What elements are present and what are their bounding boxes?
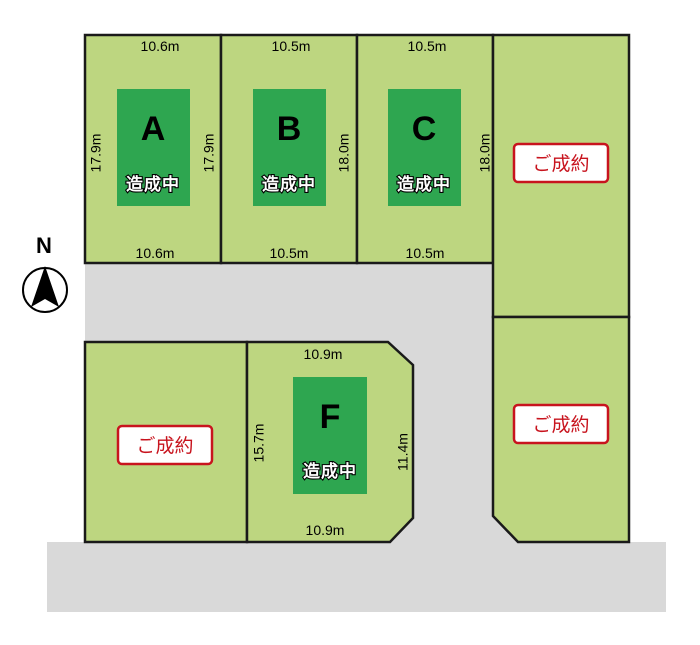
lot-f-label: F 造成中: [293, 377, 367, 494]
lot-b-bottom-dimension: 10.5m: [270, 245, 309, 261]
sold-badge-lower-right: ご成約: [512, 403, 610, 445]
lot-b-top-dimension: 10.5m: [272, 38, 311, 54]
north-arrow-icon: [22, 266, 68, 313]
lot-sold-left[interactable]: [83, 340, 249, 544]
lot-a-bottom-dimension: 10.6m: [136, 245, 175, 261]
lot-f-status: 造成中: [303, 461, 357, 482]
access-road: [85, 263, 518, 542]
lot-a-right-dimension: 17.9m: [201, 134, 217, 173]
lot-c-bottom-dimension: 10.5m: [406, 245, 445, 261]
lot-b-right-dimension: 18.0m: [336, 134, 352, 173]
svg-text:ご成約: ご成約: [532, 153, 589, 175]
svg-text:ご成約: ご成約: [136, 435, 193, 457]
lot-f-letter: F: [320, 398, 341, 436]
lot-f-bottom-dimension: 10.9m: [306, 522, 345, 538]
lot-c-label: C 造成中: [388, 89, 461, 206]
lot-a-status: 造成中: [126, 174, 180, 195]
lot-a-label: A 造成中: [117, 89, 190, 206]
lot-c-letter: C: [412, 110, 437, 148]
lot-a-top-dimension: 10.6m: [141, 38, 180, 54]
lot-a-left-dimension: 17.9m: [88, 134, 104, 173]
sold-badge-left: ご成約: [116, 424, 214, 466]
lot-c-right-dimension: 18.0m: [477, 134, 493, 173]
lot-c-status: 造成中: [397, 174, 451, 195]
lot-f-right-dimension: 11.4m: [395, 433, 411, 471]
svg-text:ご成約: ご成約: [532, 414, 589, 436]
lot-b-status: 造成中: [262, 174, 316, 195]
lot-f-left-dimension: 15.7m: [251, 424, 267, 463]
lot-b-label: B 造成中: [253, 89, 326, 206]
lot-f-top-dimension: 10.9m: [304, 346, 343, 362]
north-compass: N: [22, 233, 68, 313]
lot-c-top-dimension: 10.5m: [408, 38, 447, 54]
sold-badge-upper-right: ご成約: [512, 142, 610, 184]
north-label: N: [36, 233, 52, 258]
lot-a-letter: A: [141, 110, 166, 148]
main-road: [47, 542, 666, 612]
lot-b-letter: B: [277, 110, 302, 148]
